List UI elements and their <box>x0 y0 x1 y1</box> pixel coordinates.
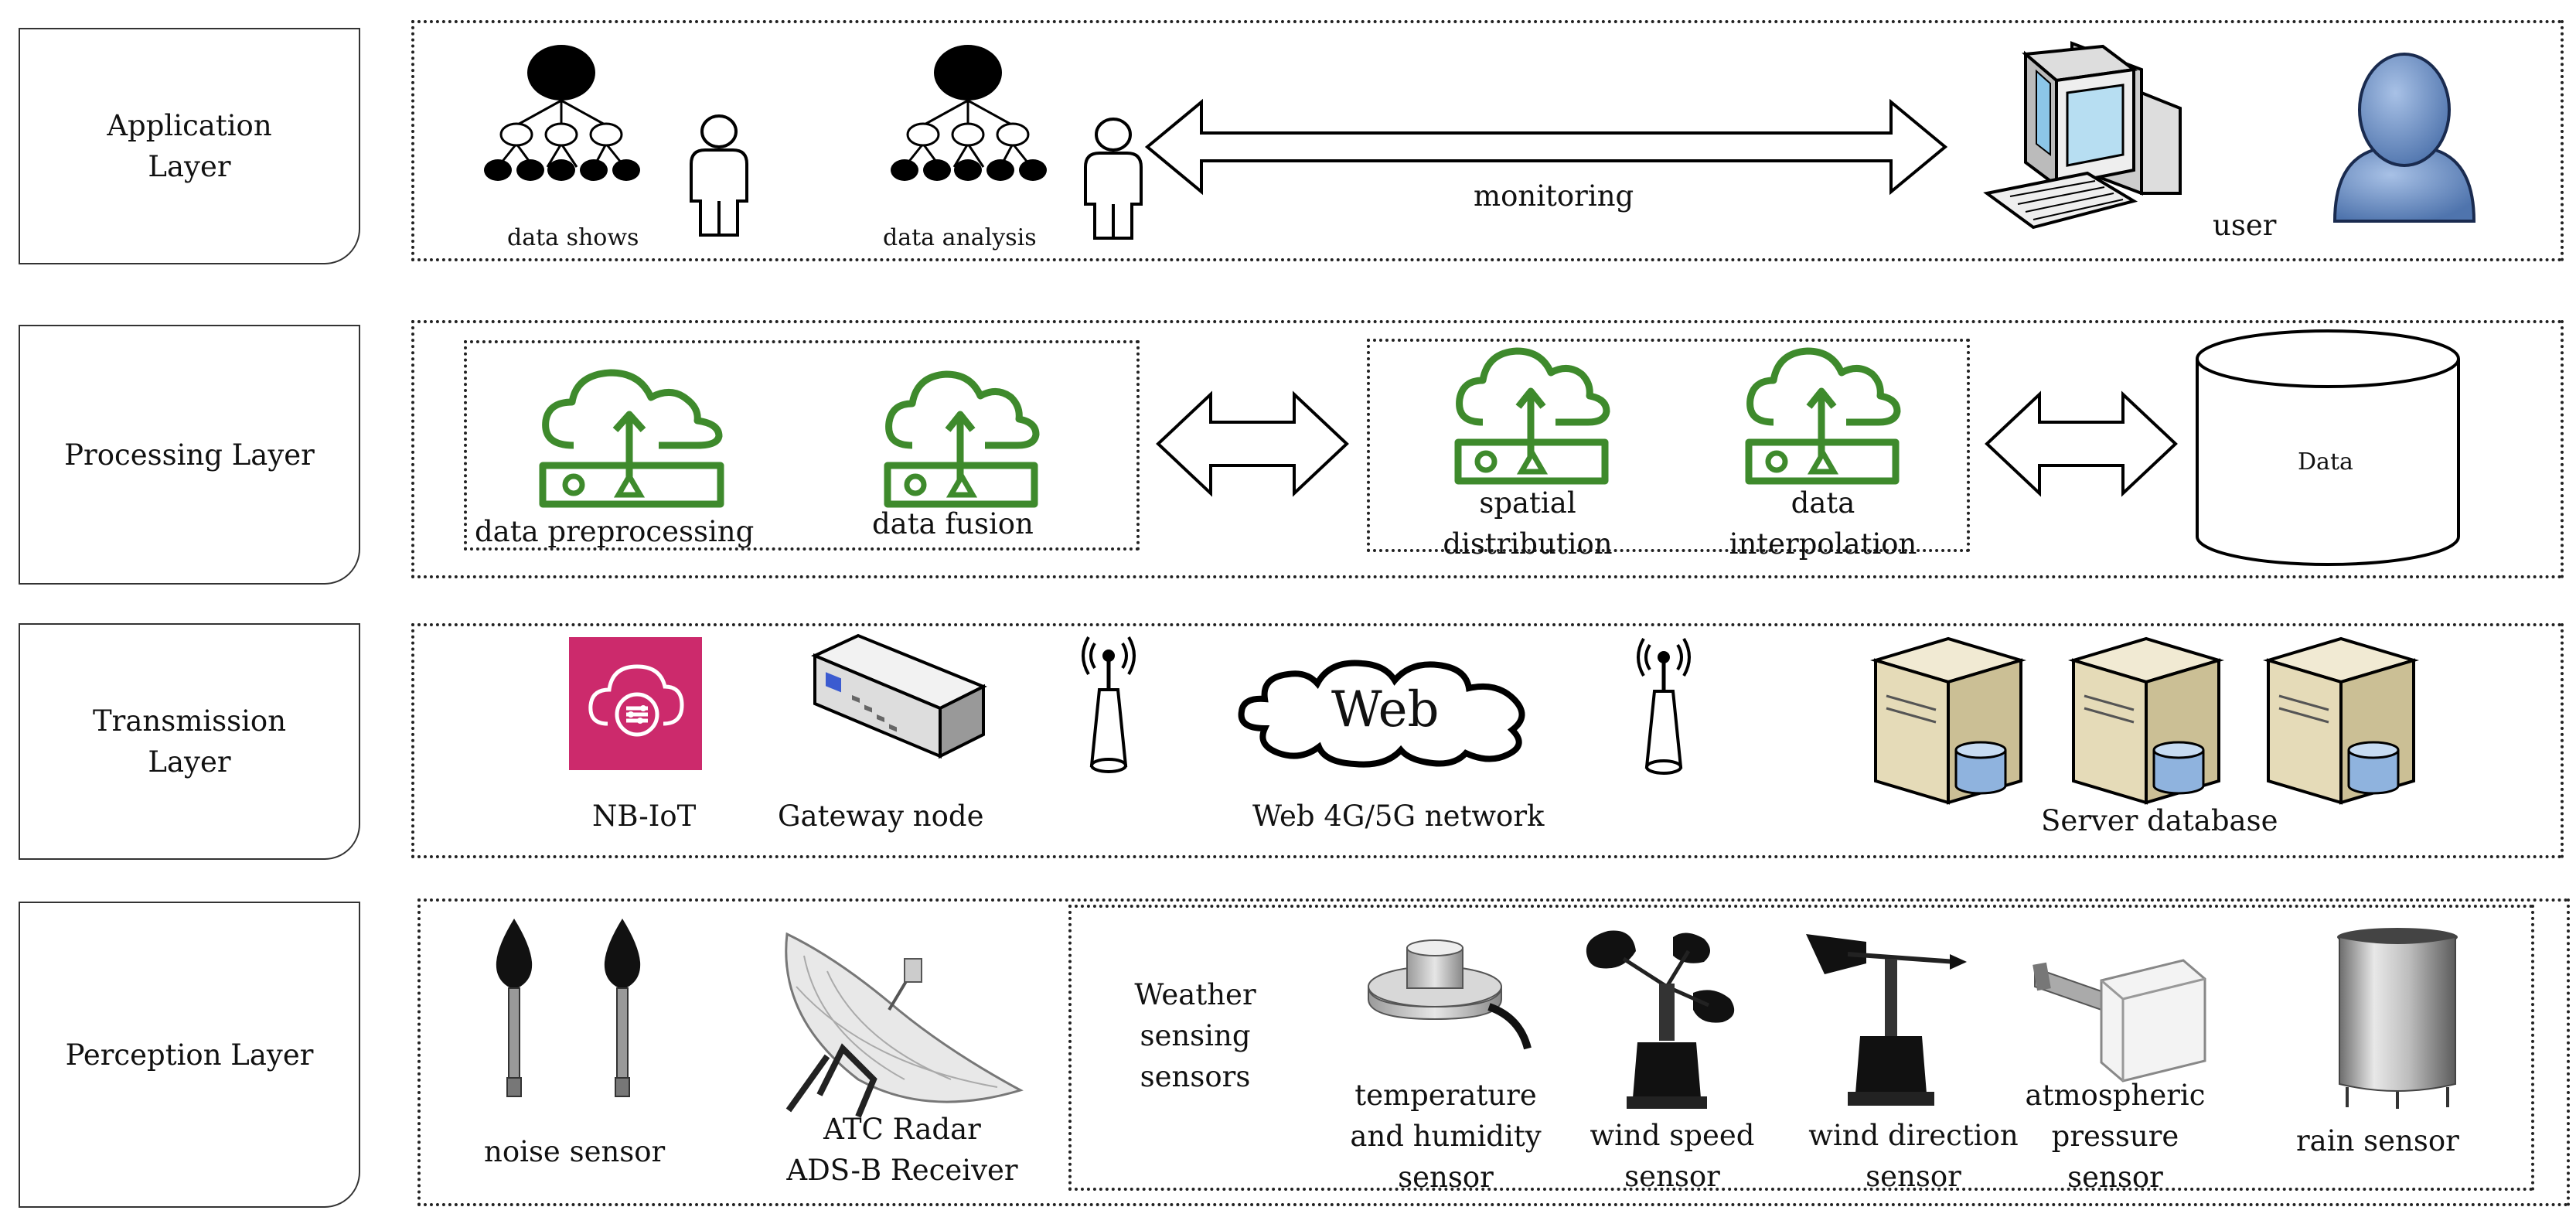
data-analysis-label: data analysis <box>883 224 1037 251</box>
perception-layer-label: Perception Layer <box>19 902 360 1208</box>
cloud-upload-icon <box>1454 347 1610 485</box>
wind-speed-label: wind speed sensor <box>1590 1119 1755 1193</box>
data-preprocessing-label: data preprocessing <box>475 515 755 548</box>
transmission-layer-panel <box>411 623 2564 858</box>
cloud-upload-icon <box>539 369 724 508</box>
hierarchy-icon <box>891 45 1047 181</box>
processing-group-left <box>464 340 1140 551</box>
antenna-icon <box>1082 636 1136 773</box>
database-label: Data <box>2298 448 2353 476</box>
gateway-node-label: Gateway node <box>778 800 984 833</box>
double-arrow-icon <box>1985 390 2178 497</box>
cloud-upload-icon <box>1745 347 1901 485</box>
server-icon <box>2067 636 2225 805</box>
server-icon <box>1869 636 2027 805</box>
perception-layer-panel <box>417 898 2570 1206</box>
processing-layer-label: Processing Layer <box>19 325 360 585</box>
computer-icon <box>1983 41 2182 230</box>
double-arrow-icon <box>1156 390 1349 497</box>
server-icon <box>2262 636 2420 805</box>
transmission-layer-label: Transmission Layer <box>19 623 360 860</box>
data-shows-label: data shows <box>507 224 639 251</box>
nbiot-label: NB-IoT <box>592 800 697 833</box>
hierarchy-icon <box>484 45 640 181</box>
radar-dish-icon <box>785 932 1024 1118</box>
noise-sensor-label: noise sensor <box>484 1135 666 1168</box>
database-cylinder-icon <box>2196 329 2460 566</box>
data-interpolation-label: data interpolation <box>1729 486 1917 561</box>
monitoring-label: monitoring <box>1474 179 1634 213</box>
nbiot-icon <box>569 637 702 770</box>
processing-group-middle <box>1367 339 1970 552</box>
atmospheric-pressure-sensor-icon <box>2033 959 2206 1083</box>
noise-sensor-icon <box>496 919 533 1097</box>
wind-direction-sensor-icon <box>1806 934 1967 1106</box>
spatial-distribution-label: spatial distribution <box>1443 486 1613 561</box>
application-layer-label: Application Layer <box>19 28 360 264</box>
web-cloud-icon <box>1238 660 1525 768</box>
weather-sensors-group <box>1068 905 2534 1191</box>
temperature-humidity-sensor-icon <box>1368 939 1532 1050</box>
user-label: user <box>2213 209 2277 242</box>
atmospheric-pressure-label: atmospheric pressure sensor <box>2025 1079 2206 1194</box>
person-icon <box>1084 118 1143 240</box>
user-avatar-icon <box>2332 53 2476 223</box>
server-database-label: Server database <box>2041 804 2278 837</box>
data-fusion-label: data fusion <box>872 507 1034 540</box>
antenna-icon <box>1637 637 1691 775</box>
rain-sensor-label: rain sensor <box>2296 1124 2459 1158</box>
processing-layer-panel <box>411 320 2564 578</box>
temperature-humidity-label: temperature and humidity sensor <box>1350 1079 1542 1194</box>
double-arrow-icon <box>1144 98 1948 196</box>
application-layer-panel <box>411 20 2564 261</box>
atc-radar-label: ATC Radar ADS-B Receiver <box>786 1113 1018 1187</box>
wind-direction-label: wind direction sensor <box>1808 1119 2019 1193</box>
wind-speed-sensor-icon <box>1586 930 1735 1109</box>
weather-sensing-label: Weather sensing sensors <box>1134 978 1256 1093</box>
web-network-label: Web 4G/5G network <box>1252 800 1545 833</box>
cloud-upload-icon <box>884 370 1040 508</box>
person-icon <box>690 114 748 237</box>
gateway-node-icon <box>811 633 987 759</box>
noise-sensor-icon <box>604 919 641 1097</box>
web-cloud-label: Web <box>1331 681 1440 738</box>
rain-sensor-icon <box>2337 928 2458 1109</box>
